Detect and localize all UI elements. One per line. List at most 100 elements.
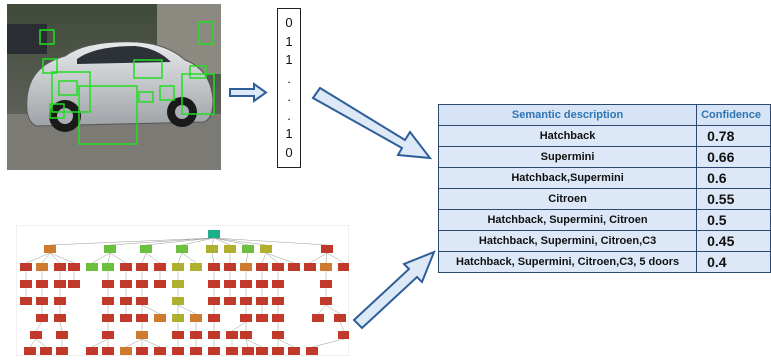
- tree-edge: [311, 338, 345, 348]
- tree-edge: [91, 338, 109, 348]
- tree-node: [176, 245, 188, 253]
- vector-bit: 0: [285, 144, 293, 160]
- tree-node: [242, 347, 254, 355]
- tree-node: [256, 347, 268, 355]
- tree-node: [272, 280, 284, 288]
- tree-edge: [41, 252, 51, 264]
- semantic-description-cell: Hatchback, Supermini, Citroen,C3: [437, 230, 698, 252]
- tree-node: [272, 314, 284, 322]
- semantic-description-table: Semantic description Confidence Hatchbac…: [437, 104, 771, 273]
- tree-node: [240, 263, 252, 271]
- semantic-description-cell: Hatchback: [437, 125, 698, 147]
- tree-node: [256, 297, 268, 305]
- tree-edge: [261, 252, 267, 264]
- tree-node: [54, 263, 66, 271]
- tree-edge: [145, 237, 215, 246]
- tree-node: [20, 297, 32, 305]
- tree-node: [136, 280, 148, 288]
- tree-node: [320, 263, 332, 271]
- tree-node: [136, 314, 148, 322]
- tree-node: [190, 263, 202, 271]
- tree-edge: [181, 237, 215, 246]
- tree-node: [140, 245, 152, 253]
- tree-edge: [213, 237, 231, 246]
- tree-node: [154, 280, 166, 288]
- tree-edge: [49, 252, 61, 264]
- tree-node: [154, 314, 166, 322]
- tree-edge: [213, 237, 328, 246]
- tree-node: [306, 347, 318, 355]
- vector-bit: .: [287, 89, 291, 104]
- tree-edge: [177, 252, 183, 264]
- detection-box: [78, 85, 138, 145]
- tree-node: [208, 230, 220, 238]
- tree-node: [172, 263, 184, 271]
- confidence-cell: 0.45: [696, 230, 771, 252]
- detection-box: [49, 103, 65, 119]
- tree-node: [224, 245, 236, 253]
- tree-edge: [211, 252, 215, 264]
- tree-node: [120, 347, 132, 355]
- tree-node: [338, 331, 349, 339]
- tree-node: [256, 263, 268, 271]
- tree-edge: [125, 338, 143, 348]
- tree-node: [272, 263, 284, 271]
- tree-node: [86, 263, 98, 271]
- tree-node: [36, 280, 48, 288]
- tree-node: [272, 297, 284, 305]
- detection-box: [198, 21, 214, 45]
- tree-edge: [317, 304, 327, 315]
- tree-node: [224, 297, 236, 305]
- semantic-description-cell: Hatchback, Supermini, Citroen,C3, 5 door…: [437, 251, 698, 273]
- tree-node: [172, 297, 184, 305]
- tree-node: [154, 263, 166, 271]
- arrow-vector-to-table: [311, 86, 433, 160]
- tree-edge: [211, 237, 215, 246]
- tree-edge: [181, 252, 197, 264]
- tree-edge: [49, 252, 75, 264]
- tree-edge: [265, 252, 295, 264]
- tree-node: [304, 263, 316, 271]
- tree-node: [54, 297, 66, 305]
- tree-node: [44, 245, 56, 253]
- tree-edge: [177, 304, 197, 315]
- tree-node: [102, 331, 114, 339]
- tree-edge: [277, 338, 295, 348]
- tree-edge: [35, 338, 47, 348]
- tree-edge: [213, 237, 267, 246]
- tree-node: [136, 347, 148, 355]
- tree-node: [102, 314, 114, 322]
- tree-node: [208, 314, 220, 322]
- tree-edge: [91, 252, 111, 264]
- tree-node: [321, 245, 333, 253]
- tree-node: [224, 280, 236, 288]
- confidence-cell: 0.4: [696, 251, 771, 273]
- detection-box: [133, 59, 163, 79]
- tree-node: [30, 331, 42, 339]
- tree-node: [272, 331, 284, 339]
- tree-node: [320, 297, 332, 305]
- tree-node: [260, 245, 272, 253]
- tree-edge: [141, 252, 147, 264]
- vector-bit: 0: [285, 15, 293, 30]
- tree-node: [172, 331, 184, 339]
- tree-edge: [109, 252, 127, 264]
- tree-edge: [245, 338, 249, 348]
- confidence-cell: 0.78: [696, 125, 771, 147]
- tree-node: [36, 297, 48, 305]
- tree-edge: [49, 237, 215, 246]
- confidence-cell: 0.55: [696, 188, 771, 210]
- vector-bit: .: [287, 70, 291, 86]
- table-header-row: Semantic description Confidence: [437, 104, 771, 126]
- tree-edge: [245, 252, 249, 264]
- tree-node: [256, 314, 268, 322]
- detection-box: [159, 85, 175, 101]
- detection-box: [51, 71, 91, 113]
- tree-node: [338, 263, 349, 271]
- detection-box: [181, 73, 215, 115]
- tree-edge: [231, 321, 247, 332]
